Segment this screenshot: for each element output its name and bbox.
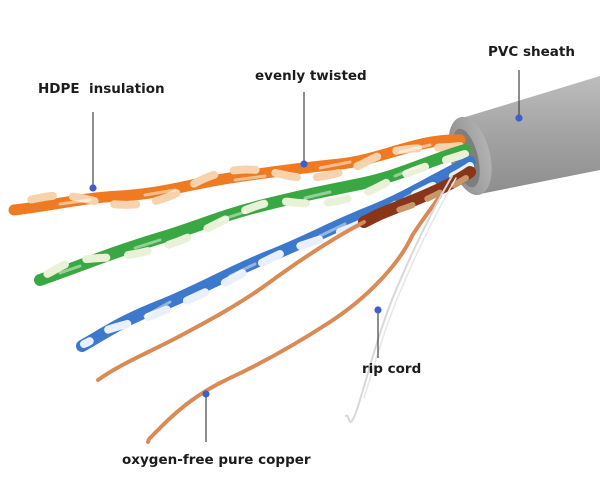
rip-cord-label: rip cord <box>362 361 422 377</box>
marker-dot-icon <box>89 184 97 192</box>
orange-twisted-pair <box>8 134 466 216</box>
copper-conductors <box>96 194 442 444</box>
brown-twisted-pair <box>358 166 476 228</box>
green-twisted-pair <box>34 144 471 286</box>
leader-lines <box>92 70 520 442</box>
marker-dots <box>89 114 523 398</box>
evenly-twisted-label: evenly twisted <box>255 68 367 84</box>
oxygen-free-copper-label: oxygen-free pure copper <box>122 452 311 468</box>
rip-cord <box>345 175 457 423</box>
pvc-sheath-label: PVC sheath <box>488 44 575 60</box>
blue-twisted-pair <box>76 156 476 352</box>
hdpe-insulation-label: HDPE insulation <box>38 81 165 97</box>
marker-dot-icon <box>202 390 210 398</box>
marker-dot-icon <box>515 114 523 122</box>
marker-dot-icon <box>300 160 308 168</box>
marker-dot-icon <box>374 306 382 314</box>
